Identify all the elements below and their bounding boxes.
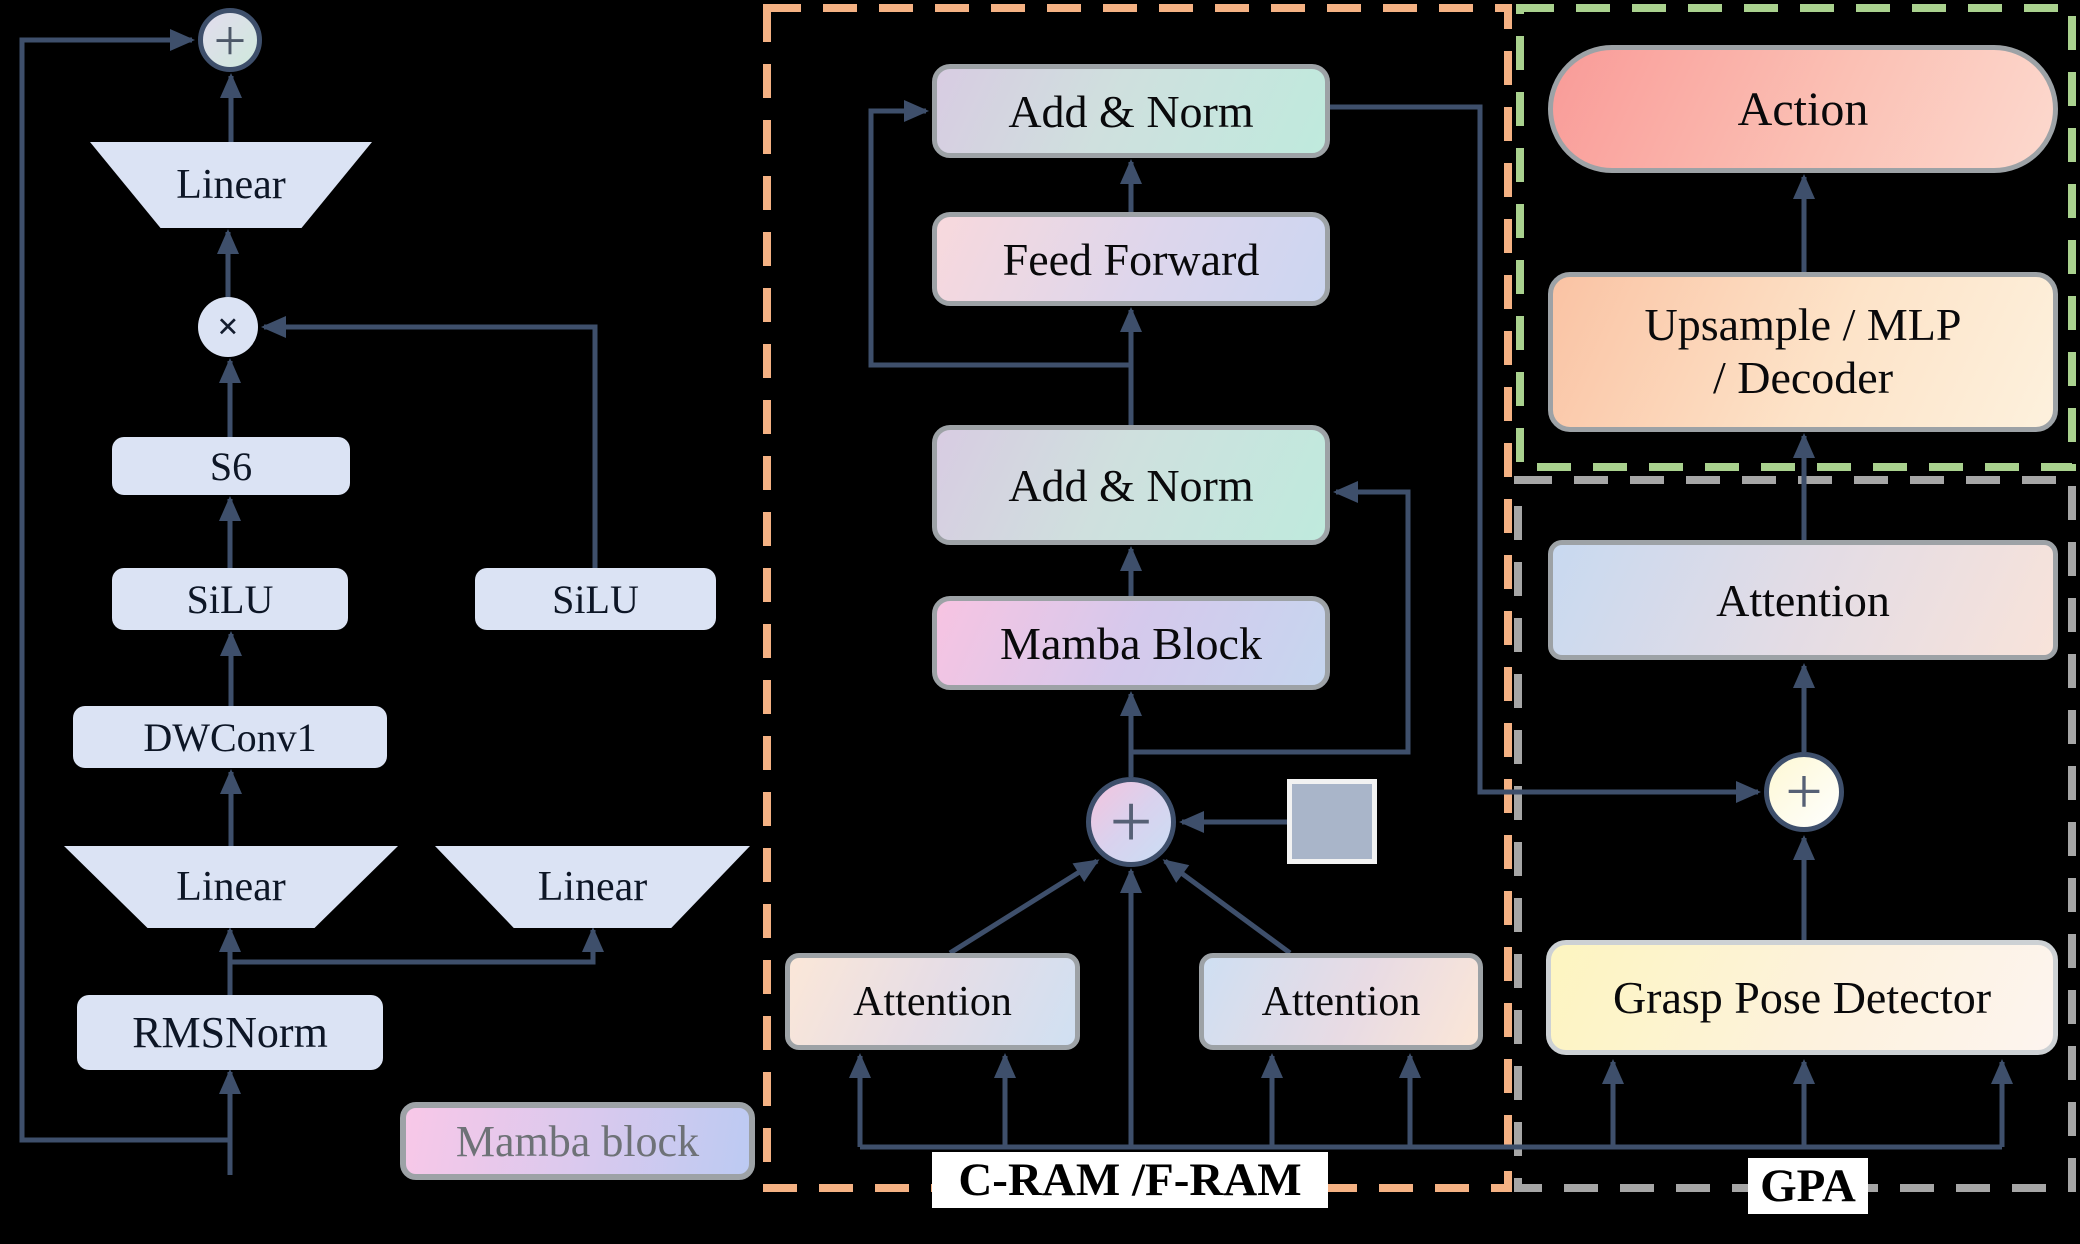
cram-dashed-box bbox=[763, 4, 1512, 1192]
feature-square bbox=[1287, 779, 1377, 864]
attention-left-node: Attention bbox=[785, 953, 1080, 1050]
mamba-block-caption: Mamba block bbox=[400, 1102, 755, 1180]
rmsnorm-node: RMSNorm bbox=[77, 995, 383, 1070]
fusion-sum-icon: + bbox=[1086, 777, 1176, 867]
dwconv-node: DWConv1 bbox=[73, 706, 387, 768]
grasp-pose-detector-node: Grasp Pose Detector bbox=[1546, 940, 2058, 1055]
upsample-node-line1: Upsample / MLP bbox=[1644, 299, 1962, 351]
connectors bbox=[19, 29, 2013, 1175]
cram-panel-label: C-RAM /F-RAM bbox=[932, 1152, 1328, 1208]
add-norm-top-node: Add & Norm bbox=[932, 64, 1330, 158]
attention-gpa-node: Attention bbox=[1548, 540, 2058, 660]
s6-node: S6 bbox=[112, 437, 350, 495]
attention-right-node: Attention bbox=[1199, 953, 1483, 1050]
silu-right-node: SiLU bbox=[475, 568, 716, 630]
gpa-sum-icon: + bbox=[1764, 752, 1844, 832]
gpa-panel-label: GPA bbox=[1748, 1158, 1868, 1214]
silu-left-node: SiLU bbox=[112, 568, 348, 630]
upsample-node-line2: / Decoder bbox=[1712, 352, 1894, 403]
add-norm-mid-node: Add & Norm bbox=[932, 425, 1330, 545]
output-dashed-box bbox=[1516, 4, 2076, 471]
action-node: Action bbox=[1548, 45, 2058, 173]
mamba-block-node: Mamba Block bbox=[932, 596, 1330, 690]
multiply-icon: × bbox=[198, 297, 258, 357]
feed-forward-node: Feed Forward bbox=[932, 212, 1330, 306]
residual-sum-icon: + bbox=[198, 8, 262, 73]
